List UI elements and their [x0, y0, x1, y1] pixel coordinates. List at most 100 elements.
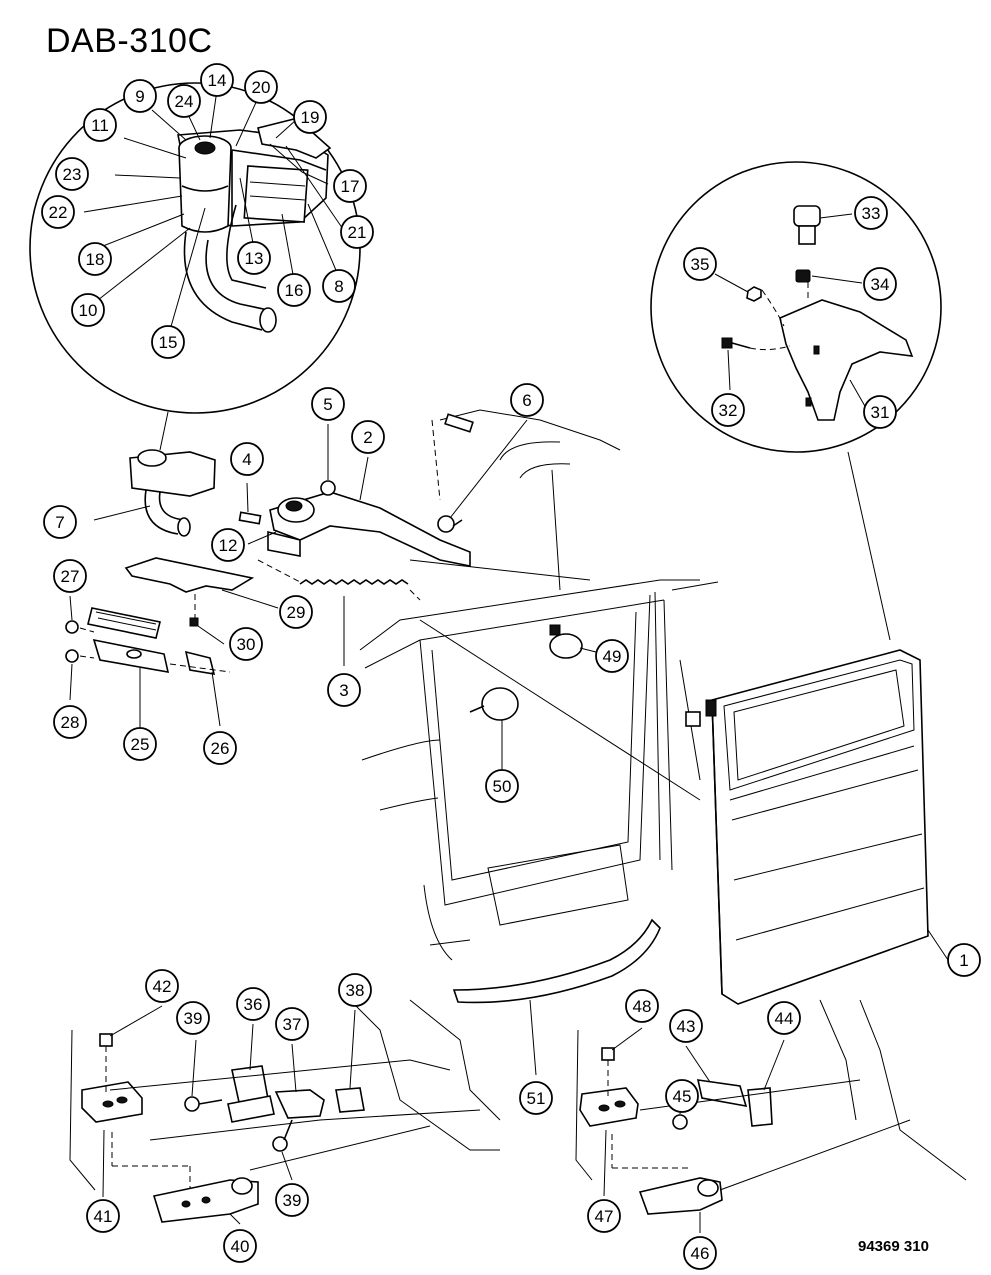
callout-43: 43	[669, 1009, 703, 1043]
callout-7: 7	[43, 505, 77, 539]
callout-19: 19	[293, 100, 327, 134]
callout-label: 9	[135, 87, 144, 106]
callout-12: 12	[211, 528, 245, 562]
callout-circle	[236, 987, 270, 1021]
callout-33: 33	[854, 196, 888, 230]
callout-circle	[277, 273, 311, 307]
callout-circle	[625, 989, 659, 1023]
callout-25: 25	[123, 727, 157, 761]
callout-circle	[53, 705, 87, 739]
callout-label: 45	[673, 1087, 692, 1106]
callout-circle	[510, 383, 544, 417]
callout-label: 10	[79, 301, 98, 320]
callout-label: 39	[184, 1009, 203, 1028]
callout-circle	[86, 1199, 120, 1233]
sliding-door	[685, 649, 929, 1005]
callout-circle	[71, 293, 105, 327]
callout-circle	[167, 84, 201, 118]
callout-31: 31	[863, 395, 897, 429]
callout-label: 19	[301, 108, 320, 127]
callout-circle	[275, 1007, 309, 1041]
callout-label: 20	[252, 78, 271, 97]
callout-circle	[176, 1001, 210, 1035]
callout-circle	[340, 215, 374, 249]
bumpers-49-50	[469, 624, 583, 721]
callout-circle	[683, 1236, 717, 1270]
actuator-7	[129, 449, 216, 537]
callout-label: 51	[527, 1089, 546, 1108]
callout-9: 9	[123, 79, 157, 113]
callout-circle	[587, 1199, 621, 1233]
callout-label: 8	[334, 277, 343, 296]
callout-51: 51	[519, 1081, 553, 1115]
callout-37: 37	[275, 1007, 309, 1041]
detail-circle-right	[650, 161, 942, 453]
callout-18: 18	[78, 242, 112, 276]
callout-label: 37	[283, 1015, 302, 1034]
callout-circle	[43, 505, 77, 539]
callout-2: 2	[351, 420, 385, 454]
callout-3: 3	[327, 673, 361, 707]
callout-label: 1	[959, 951, 968, 970]
callout-11: 11	[83, 108, 117, 142]
callout-circle	[237, 241, 271, 275]
callout-label: 31	[871, 403, 890, 422]
callout-circle	[123, 79, 157, 113]
leaders-main	[69, 419, 949, 1233]
callout-39: 39	[275, 1183, 309, 1217]
callout-label: 2	[363, 428, 372, 447]
callout-label: 24	[175, 92, 194, 111]
callout-circle	[203, 731, 237, 765]
callout-30: 30	[229, 627, 263, 661]
callout-45: 45	[665, 1079, 699, 1113]
callout-circle	[53, 559, 87, 593]
callout-34: 34	[863, 267, 897, 301]
bracket-25-26	[65, 607, 231, 675]
callout-circle	[229, 627, 263, 661]
callout-label: 21	[348, 223, 367, 242]
callout-circle	[351, 420, 385, 454]
callout-label: 16	[285, 281, 304, 300]
callout-6: 6	[510, 383, 544, 417]
callout-label: 22	[49, 203, 68, 222]
diagram-code: DAB-310C	[46, 22, 213, 60]
callout-circle	[711, 393, 745, 427]
callout-4: 4	[230, 442, 264, 476]
callout-label: 35	[691, 255, 710, 274]
callout-circle	[595, 639, 629, 673]
callout-13: 13	[237, 241, 271, 275]
callout-label: 29	[287, 603, 306, 622]
callout-49: 49	[595, 639, 629, 673]
callout-24: 24	[167, 84, 201, 118]
callout-circle	[485, 769, 519, 803]
callout-46: 46	[683, 1236, 717, 1270]
callout-label: 6	[522, 391, 531, 410]
callout-22: 22	[41, 195, 75, 229]
callout-circle	[293, 100, 327, 134]
upper-roller-assembly	[238, 413, 474, 601]
callout-circle	[244, 70, 278, 104]
callout-1: 1	[947, 943, 981, 977]
callout-20: 20	[244, 70, 278, 104]
callout-label: 47	[595, 1207, 614, 1226]
callout-circle	[519, 1081, 553, 1115]
callout-label: 41	[94, 1207, 113, 1226]
callout-label: 43	[677, 1017, 696, 1036]
callout-circle	[665, 1079, 699, 1113]
callout-circle	[200, 63, 234, 97]
callout-label: 44	[775, 1009, 794, 1028]
callout-circle	[322, 269, 356, 303]
callout-label: 23	[63, 165, 82, 184]
callout-10: 10	[71, 293, 105, 327]
callout-44: 44	[767, 1001, 801, 1035]
leaders-detail-left	[83, 89, 346, 331]
callout-circle	[78, 242, 112, 276]
callout-label: 12	[219, 536, 238, 555]
callout-circle	[669, 1009, 703, 1043]
plate-29	[124, 557, 255, 627]
callout-label: 15	[159, 333, 178, 352]
callout-36: 36	[236, 987, 270, 1021]
callout-circle	[223, 1229, 257, 1263]
